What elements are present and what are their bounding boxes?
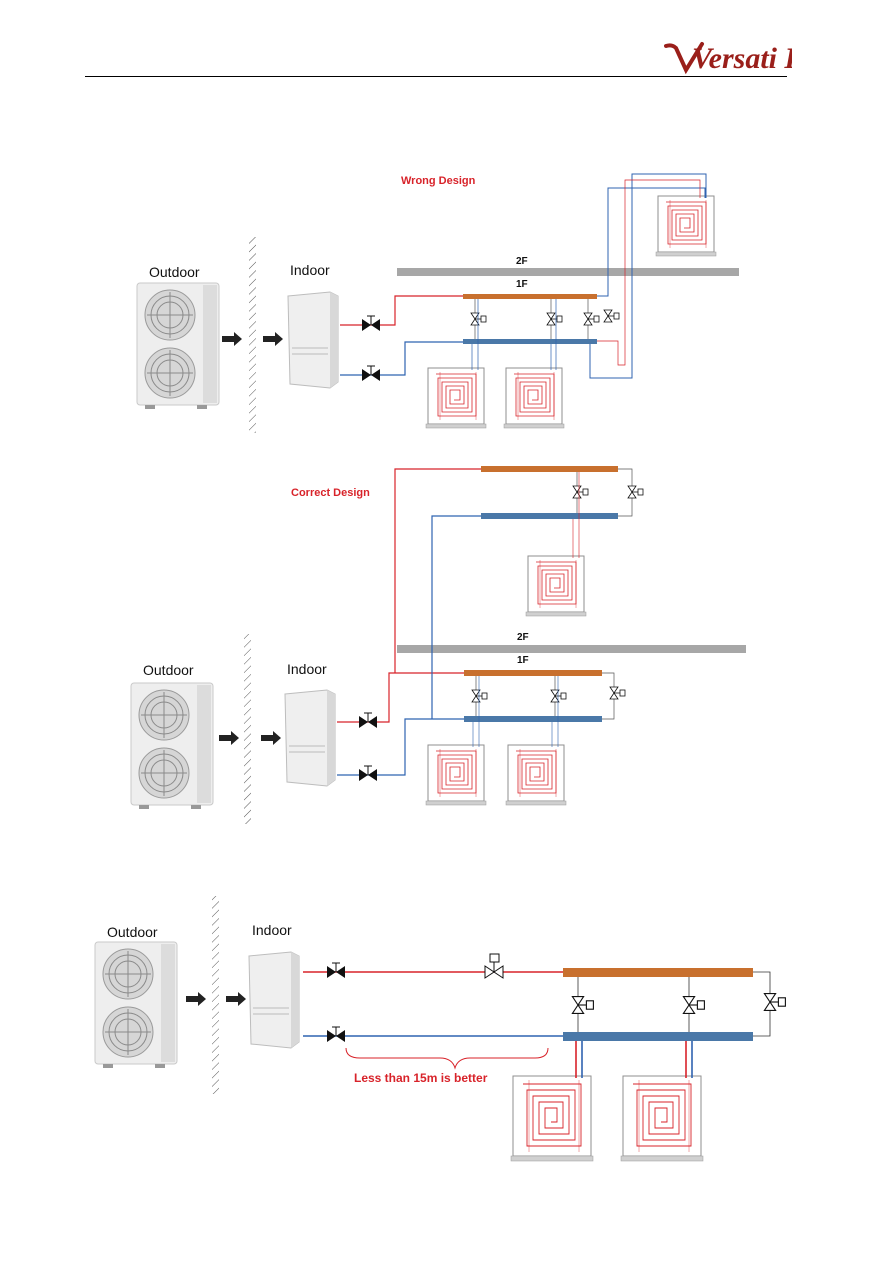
zone-valve[interactable] [627, 485, 644, 499]
floor-loop-panel [510, 1075, 594, 1162]
floor-loop-panel-2f [655, 195, 717, 257]
supply-valve[interactable] [326, 962, 346, 979]
supply-manifold [463, 294, 597, 299]
floor-label-1f: 1F [516, 279, 528, 290]
distance-diagram: Outdoor Indoor [94, 896, 786, 1162]
zone-valve[interactable] [603, 309, 620, 323]
floor-label-2f: 2F [516, 256, 528, 267]
return-valve[interactable] [326, 1026, 346, 1043]
outdoor-unit [130, 682, 214, 810]
zone-valve[interactable] [550, 689, 567, 703]
outdoor-label: Outdoor [149, 264, 200, 280]
outdoor-label: Outdoor [107, 924, 158, 940]
versati-logo: Versati II [664, 42, 792, 75]
wrong-design-diagram: Wrong Design Outdoor Indoor 2F 1F [136, 173, 739, 433]
floor-label-1f: 1F [517, 655, 529, 666]
header-divider [85, 76, 787, 77]
flow-arrow [226, 992, 246, 1006]
floor-loop-panel [425, 367, 487, 429]
distance-note: Less than 15m is better [354, 1071, 488, 1085]
mixing-valve[interactable] [484, 953, 504, 979]
supply-manifold-2f [481, 466, 618, 472]
outdoor-unit [136, 282, 220, 410]
floor-label-2f: 2F [517, 632, 529, 643]
zone-valve[interactable] [571, 996, 594, 1014]
outdoor-label: Outdoor [143, 662, 194, 678]
outdoor-unit [94, 941, 178, 1069]
floor-loop-panel [425, 744, 487, 806]
indoor-unit [284, 689, 336, 787]
wall-hatch [249, 237, 256, 433]
return-manifold-2f [481, 513, 618, 519]
return-manifold [464, 716, 602, 722]
floor-loop-panel [503, 367, 565, 429]
distance-brace [345, 1047, 549, 1070]
flow-arrow [263, 332, 283, 346]
zone-valve[interactable] [470, 312, 487, 326]
flow-arrow [219, 731, 239, 745]
flow-arrow [222, 332, 242, 346]
wall-hatch [212, 896, 219, 1094]
return-manifold [563, 1032, 753, 1041]
zone-valve[interactable] [471, 689, 488, 703]
floor-loop-panel-2f [525, 555, 587, 617]
supply-manifold [464, 670, 602, 676]
wall-hatch [244, 634, 251, 824]
floor-loop-panel [620, 1075, 704, 1162]
supply-pipe [337, 672, 464, 723]
flow-arrow [261, 731, 281, 745]
indoor-label: Indoor [287, 661, 327, 677]
return-valve[interactable] [358, 765, 378, 782]
zone-valve[interactable] [609, 686, 626, 700]
zone-valve[interactable] [546, 312, 563, 326]
correct-design-diagram: Correct Design Outdoor Indoor 2F 1F [130, 466, 746, 824]
flow-arrow [186, 992, 206, 1006]
floor-slab-2f [397, 268, 739, 276]
zone-valve[interactable] [682, 996, 705, 1014]
return-manifold [463, 339, 597, 344]
logo-text: Versati II [692, 42, 792, 75]
zone-valve[interactable] [583, 312, 600, 326]
zone-valve[interactable] [763, 993, 786, 1011]
return-valve[interactable] [361, 365, 381, 382]
indoor-unit [287, 291, 339, 389]
zone-valve[interactable] [572, 485, 589, 499]
floor-loop-panel [505, 744, 567, 806]
supply-pipe [340, 295, 463, 326]
supply-manifold [563, 968, 753, 977]
supply-valve[interactable] [358, 712, 378, 729]
wrong-design-title: Wrong Design [401, 175, 476, 187]
indoor-unit [248, 951, 300, 1049]
correct-design-title: Correct Design [291, 487, 370, 499]
supply-valve[interactable] [361, 315, 381, 332]
indoor-label: Indoor [252, 922, 292, 938]
floor-slab-2f [397, 645, 746, 653]
indoor-label: Indoor [290, 262, 330, 278]
